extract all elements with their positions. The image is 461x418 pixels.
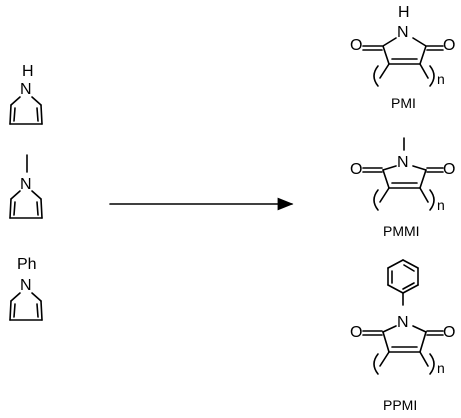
pmmi-oxygen-left: O [350,161,362,178]
pmmi-name-label: PMMI [383,223,420,239]
reactant-n-methylpyrrole: N [9,154,43,219]
reactant-1-nitrogen-label: N [20,81,32,98]
ppmi-oxygen-left: O [350,324,362,341]
pmi-oxygen-left: O [350,37,362,54]
pmi-nitrogen-label: N [397,24,409,41]
product-ppmi: N O O n PPMI [350,259,455,413]
ppmi-oxygen-right: O [443,324,455,341]
ppmi-repeat-index: n [437,360,445,376]
reactant-2-nitrogen-label: N [20,176,32,193]
pmmi-nitrogen-label: N [397,154,409,171]
reactant-3-substituent-label: Ph [17,256,37,273]
reactant-1-substituent-label: H [22,63,34,80]
reactant-3-nitrogen-label: N [20,277,32,294]
ppmi-nitrogen-label: N [397,314,409,331]
pmi-oxygen-right: O [443,37,455,54]
pmi-name-label: PMI [391,95,416,111]
product-pmmi: N O O n PMMI [350,137,455,239]
pmi-repeat-index: n [437,71,445,87]
pmi-n-substituent-label: H [398,4,410,21]
product-pmi: H N O O n PMI [350,4,455,111]
reactant-pyrrole: H N [9,63,43,125]
pmmi-oxygen-right: O [443,161,455,178]
reactant-n-phenylpyrrole: Ph N [9,256,43,321]
pmmi-repeat-index: n [437,197,445,213]
ppmi-name-label: PPMI [383,397,417,413]
